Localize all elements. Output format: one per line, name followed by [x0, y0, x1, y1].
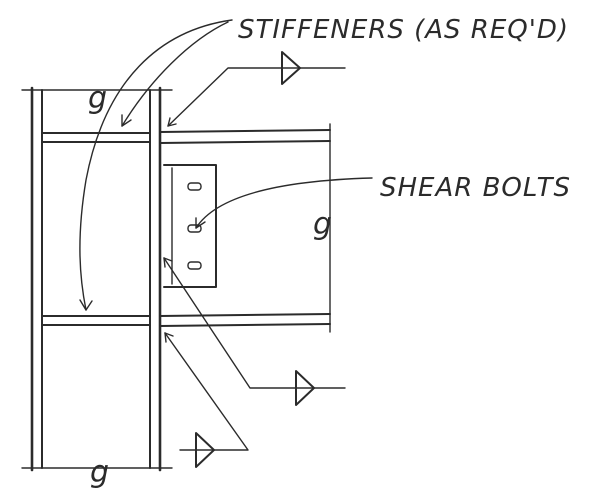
shear-bolt-3 [187, 261, 202, 270]
stiffeners-leader [79, 19, 233, 311]
fillet-weld-icon [281, 51, 301, 85]
beam-bottom-flange-lower [159, 323, 331, 327]
shear-bolt-2 [187, 224, 202, 233]
stiffeners-arrowhead-bottom [79, 299, 93, 311]
beam-bottom-flange-upper [159, 313, 331, 317]
column-section-symbol-top: g [88, 81, 108, 116]
column [21, 86, 173, 472]
shear-bolts-leader [195, 177, 373, 229]
shear-bolts-label: SHEAR BOLTS [380, 173, 571, 203]
weld-leader-middle [163, 257, 346, 389]
weld-symbol-middle [163, 257, 346, 406]
weld-symbol-bottom [164, 332, 249, 468]
shear-tab-plate [163, 164, 217, 288]
beam-top-flange-upper [159, 129, 331, 133]
weld-leader-top [167, 67, 346, 127]
fillet-weld-icon [195, 432, 215, 468]
shear-bolt-1 [187, 182, 202, 191]
weld-arrowhead-middle [163, 257, 173, 268]
shear-bolts-leader-curve [195, 177, 373, 229]
weld-symbol-top [167, 51, 346, 127]
shear-bolts-arrowhead [195, 217, 206, 229]
weld-leader-bottom [164, 332, 249, 451]
shear-tab [163, 164, 217, 288]
stiffeners-leader-upper [121, 21, 229, 127]
stiffeners-leader-curve [79, 19, 233, 311]
beam-top-flange-lower [159, 140, 331, 144]
weld-arrowhead-bottom [164, 332, 174, 343]
beam [159, 123, 331, 333]
column-section-symbol-bottom: g [90, 455, 110, 490]
stiffeners-arrowhead-top [121, 114, 132, 127]
fillet-weld-icon [295, 370, 315, 406]
beam-section-symbol: g [313, 207, 333, 242]
stiffeners-label: STIFFENERS (AS REQ'D) [238, 15, 569, 45]
weld-arrowhead-top [167, 117, 177, 127]
column-stiffeners [41, 132, 151, 326]
